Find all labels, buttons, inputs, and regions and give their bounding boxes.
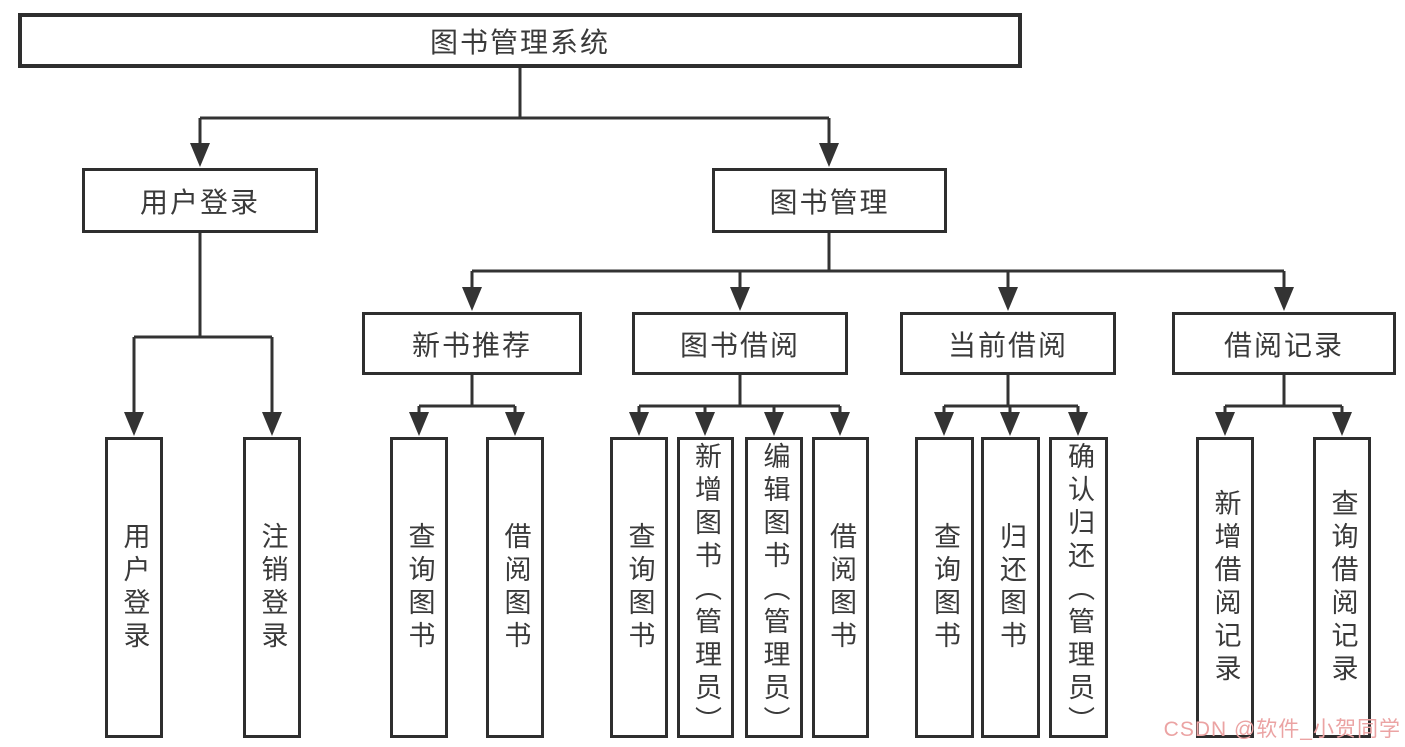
arrow-down-icon: [124, 412, 144, 436]
node-label: 用户登录: [119, 521, 150, 654]
arrow-down-icon: [409, 412, 429, 436]
node-label: 当前借阅: [947, 329, 1068, 361]
arrow-down-icon: [1274, 287, 1294, 311]
csdn-watermark: CSDN @软件_小贺同学: [1163, 718, 1401, 741]
node-label: 新增借阅记录: [1210, 488, 1241, 687]
node-label: 查询图书: [624, 521, 655, 654]
node-label: 用户登录: [139, 186, 260, 218]
leaf-query-borrow-record: 查询借阅记录: [1313, 437, 1371, 738]
node-label: 图书管理: [769, 186, 890, 218]
arrow-down-icon: [830, 412, 850, 436]
node-label: 新增图书（管理员）: [691, 441, 721, 739]
arrow-down-icon: [1068, 412, 1088, 436]
leaf-query-books-borrow: 查询图书: [610, 437, 668, 738]
arrow-down-icon: [629, 412, 649, 436]
arrow-down-icon: [505, 412, 525, 436]
node-label: 查询借阅记录: [1327, 488, 1358, 687]
arrow-down-icon: [819, 143, 839, 167]
node-book-management-branch: 图书管理: [712, 168, 947, 233]
leaf-query-books-recommend: 查询图书: [390, 437, 448, 738]
leaf-borrow-books: 借阅图书: [812, 437, 869, 738]
arrow-down-icon: [1000, 412, 1020, 436]
node-label: 编辑图书（管理员）: [759, 441, 790, 739]
node-user-login-branch: 用户登录: [82, 168, 318, 233]
node-current-borrowing: 当前借阅: [900, 312, 1116, 375]
arrow-down-icon: [1215, 412, 1235, 436]
node-library-management-system: 图书管理系统: [18, 13, 1022, 68]
node-new-book-recommendation: 新书推荐: [362, 312, 582, 375]
leaf-add-borrow-record: 新增借阅记录: [1196, 437, 1254, 738]
arrow-down-icon: [934, 412, 954, 436]
leaf-confirm-return-admin: 确认归还（管理员）: [1049, 437, 1108, 739]
arrow-down-icon: [262, 412, 282, 436]
node-label: 借阅图书: [500, 521, 531, 654]
node-label: 归还图书: [996, 521, 1026, 654]
arrow-down-icon: [764, 412, 784, 436]
node-label: 图书借阅: [679, 329, 800, 361]
arrow-down-icon: [998, 287, 1018, 311]
arrow-down-icon: [695, 412, 715, 436]
leaf-edit-books-admin: 编辑图书（管理员）: [745, 437, 803, 739]
leaf-logout: 注销登录: [243, 437, 301, 738]
arrow-down-icon: [190, 143, 210, 167]
leaf-add-books-admin: 新增图书（管理员）: [677, 437, 734, 739]
arrow-down-icon: [1332, 412, 1352, 436]
arrow-down-icon: [730, 287, 750, 311]
leaf-return-books: 归还图书: [981, 437, 1040, 738]
node-label: 查询图书: [930, 521, 960, 654]
node-label: 借阅记录: [1223, 329, 1344, 361]
leaf-borrow-books-recommend: 借阅图书: [486, 437, 544, 738]
node-label: 新书推荐: [411, 329, 532, 361]
node-borrowing-records: 借阅记录: [1172, 312, 1396, 375]
node-label: 图书管理系统: [429, 26, 610, 58]
leaf-query-books-current: 查询图书: [915, 437, 974, 738]
node-label: 借阅图书: [826, 521, 856, 654]
leaf-user-login: 用户登录: [105, 437, 163, 738]
node-label: 确认归还（管理员）: [1064, 441, 1094, 739]
node-label: 查询图书: [404, 521, 435, 654]
node-label: 注销登录: [257, 521, 288, 654]
node-book-borrowing: 图书借阅: [632, 312, 848, 375]
arrow-down-icon: [462, 287, 482, 311]
